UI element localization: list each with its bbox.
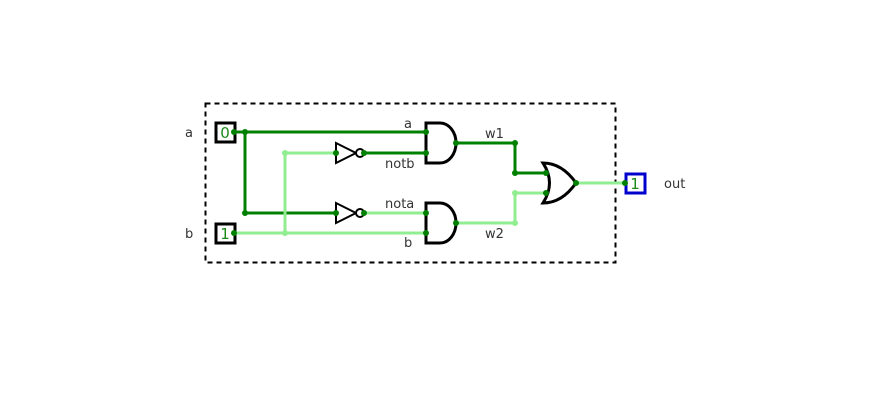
label-notb: notb [385, 157, 415, 172]
and-gate-bottom[interactable] [424, 201, 458, 245]
junction-dot [423, 129, 429, 135]
junction-dots [231, 129, 628, 236]
junction-dot [231, 129, 237, 135]
junction-dot [512, 190, 518, 196]
label-nota: nota [385, 197, 414, 212]
input-pin-b-value: 1 [220, 225, 230, 243]
label-w2: w2 [485, 227, 504, 242]
label-w1: w1 [485, 127, 504, 142]
junction-dot [361, 210, 367, 216]
not-gate-b[interactable] [335, 141, 365, 165]
junction-dot [512, 170, 518, 176]
label-b-tunnel: b [404, 236, 412, 251]
junction-dot [242, 129, 248, 135]
wire-net-low [234, 151, 625, 235]
junction-dot [622, 180, 628, 186]
output-pin-value: 1 [630, 175, 640, 193]
junction-dot [512, 140, 518, 146]
junction-dot [512, 220, 518, 226]
input-pin-a-value: 0 [220, 124, 230, 142]
junction-dot [453, 220, 459, 226]
and-gate-top[interactable] [424, 121, 458, 165]
junction-dot [282, 230, 288, 236]
label-a-tunnel: a [404, 117, 412, 132]
output-label-out: out [664, 177, 685, 192]
junction-dot [423, 230, 429, 236]
junction-dot [423, 210, 429, 216]
junction-dot [333, 150, 339, 156]
input-label-b: b [185, 227, 193, 242]
junction-dot [242, 210, 248, 216]
junction-dot [231, 230, 237, 236]
junction-dot [573, 180, 579, 186]
junction-dot [423, 150, 429, 156]
input-label-a: a [185, 126, 193, 141]
junction-dot [361, 150, 367, 156]
wire-net-high [234, 130, 546, 215]
junction-dot [453, 140, 459, 146]
junction-dot [282, 150, 288, 156]
not-gate-a[interactable] [335, 201, 365, 225]
junction-dot [543, 170, 549, 176]
junction-dot [333, 210, 339, 216]
or-gate[interactable] [540, 161, 578, 205]
junction-dot [543, 190, 549, 196]
